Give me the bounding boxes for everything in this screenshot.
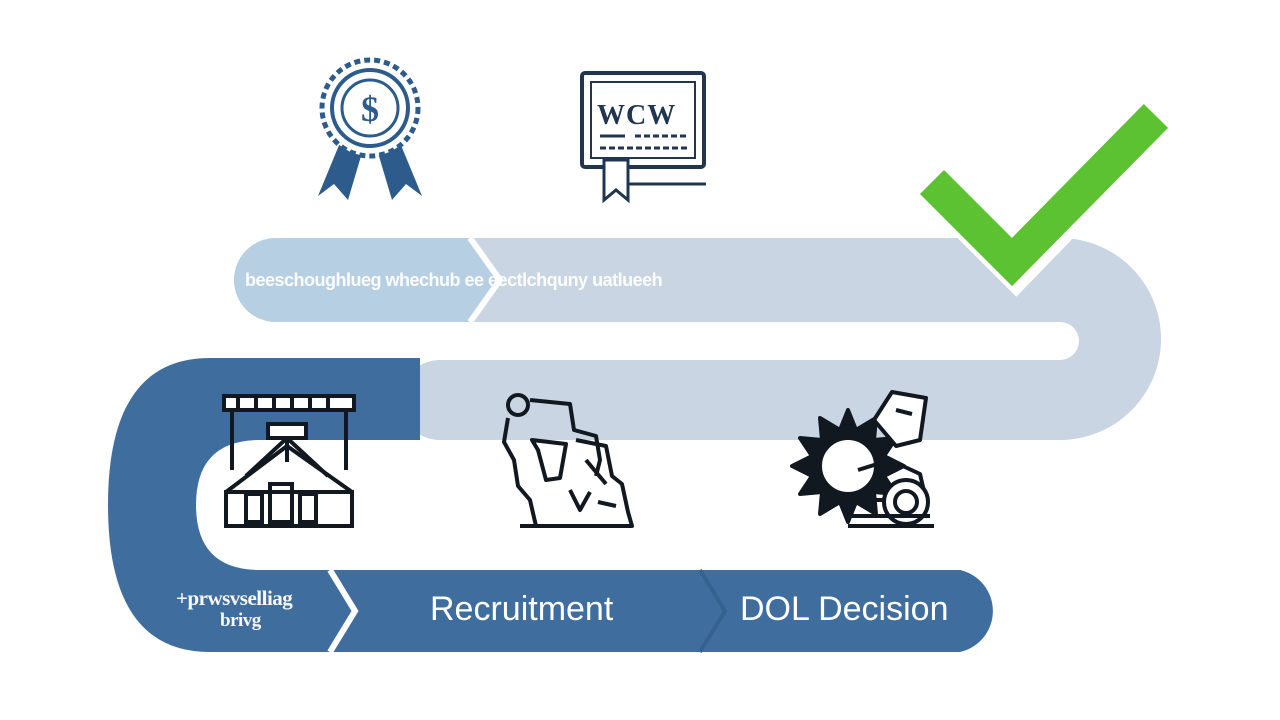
upper-band-left-segment — [234, 238, 500, 322]
certificate-text: WCW — [597, 100, 677, 131]
band-notch — [467, 236, 504, 324]
step1-label-line1: +prwsvselliag — [176, 586, 293, 610]
step3-label: DOL Decision — [740, 590, 949, 628]
band-notch — [327, 568, 359, 654]
step2-label: Recruitment — [430, 590, 614, 628]
top-band-text: beeschoughlueg whechub ee eectlchquny ua… — [245, 270, 663, 290]
lower-band — [108, 358, 993, 652]
step1-label-line2: brivg — [220, 610, 261, 631]
band-notch — [698, 568, 728, 654]
svg-text:$: $ — [361, 89, 379, 129]
